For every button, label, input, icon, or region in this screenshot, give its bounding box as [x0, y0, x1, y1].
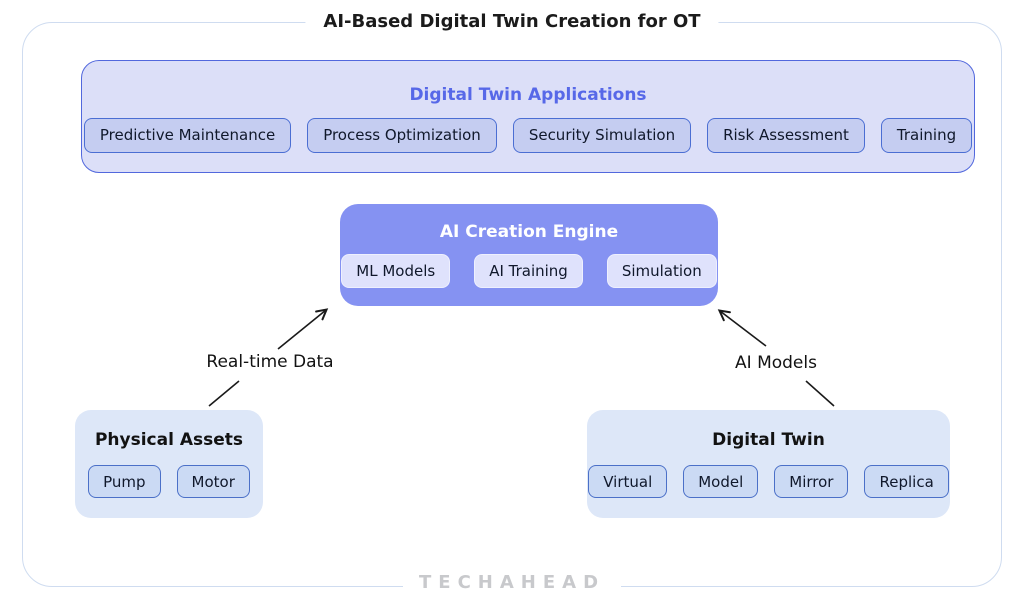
applications-chip-row: Predictive Maintenance Process Optimizat… [83, 117, 973, 153]
physical-asset-chip-pump: Pump [88, 465, 161, 498]
application-chip-training: Training [880, 117, 973, 153]
physical-assets-chip-row: Pump Motor [88, 465, 250, 498]
digital-twin-chip-virtual: Virtual [588, 465, 668, 498]
digital-twin-chip-model: Model [683, 465, 759, 498]
diagram-title: AI-Based Digital Twin Creation for OT [305, 9, 719, 34]
digital-twin-title: Digital Twin [712, 430, 825, 450]
digital-twin-chip-replica: Replica [864, 465, 949, 498]
application-chip-process-optimization: Process Optimization [307, 117, 497, 153]
physical-asset-chip-motor: Motor [176, 465, 250, 498]
digital-twin-panel: Digital Twin Virtual Model Mirror Replic… [587, 410, 950, 518]
digital-twin-chip-mirror: Mirror [774, 465, 849, 498]
engine-panel: AI Creation Engine ML Models AI Training… [340, 204, 718, 306]
digital-twin-chip-row: Virtual Model Mirror Replica [588, 465, 949, 498]
physical-assets-panel: Physical Assets Pump Motor [75, 410, 263, 518]
application-chip-security-simulation: Security Simulation [512, 117, 692, 153]
engine-chip-ml-models: ML Models [341, 254, 451, 288]
brand-logo: TECHAHEAD [402, 570, 622, 595]
engine-chip-row: ML Models AI Training Simulation [341, 254, 717, 288]
engine-chip-simulation: Simulation [606, 254, 717, 288]
application-chip-risk-assessment: Risk Assessment [707, 117, 865, 153]
engine-title: AI Creation Engine [439, 222, 619, 242]
application-chip-predictive-maintenance: Predictive Maintenance [83, 117, 292, 153]
physical-assets-title: Physical Assets [94, 430, 244, 450]
applications-title: Digital Twin Applications [409, 84, 647, 105]
engine-chip-ai-training: AI Training [474, 254, 583, 288]
flow-label-realtime-data: Real-time Data [206, 352, 334, 372]
flow-label-ai-models: AI Models [735, 353, 817, 373]
applications-panel: Digital Twin Applications Predictive Mai… [81, 60, 975, 173]
